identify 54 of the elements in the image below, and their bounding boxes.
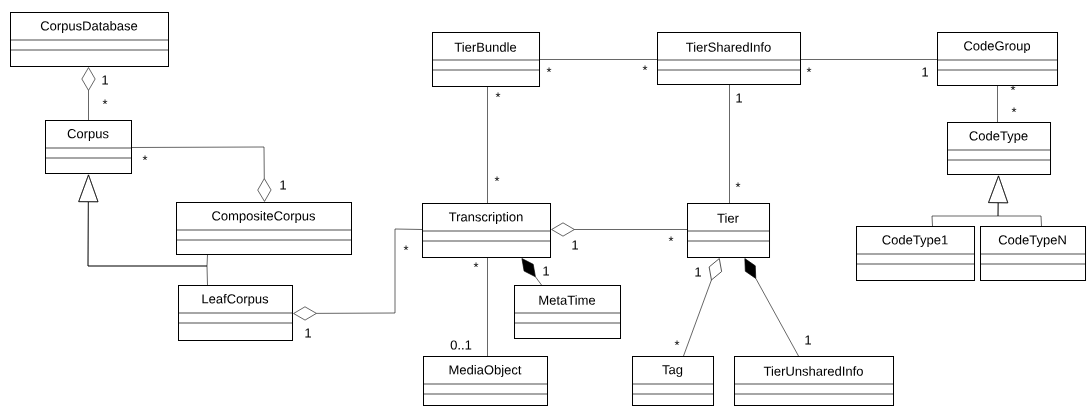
multiplicity-label: 1	[305, 328, 311, 338]
multiplicity-label: 1	[572, 240, 578, 250]
class-box: CodeType1	[855, 226, 975, 281]
generalization-arrow	[988, 175, 1042, 227]
aggregation-line	[131, 146, 272, 202]
multiplicity-label: *	[735, 182, 741, 188]
multiplicity-label: 1	[280, 180, 286, 190]
multiplicity-label: *	[642, 65, 648, 71]
class-box: TierSharedInfo	[656, 32, 801, 85]
association-line	[729, 84, 730, 204]
class-box: Corpus	[44, 120, 132, 174]
generalization-arrow	[78, 174, 208, 286]
class-box: Tier	[686, 203, 770, 258]
multiplicity-label: *	[1011, 107, 1017, 113]
multiplicity-label: 1	[543, 266, 549, 276]
class-box: TierUnsharedInfo	[733, 356, 894, 406]
multiplicity-label: *	[1010, 85, 1016, 91]
multiplicity-label: 1	[695, 267, 701, 277]
class-box: CompositeCorpus	[175, 202, 352, 255]
aggregation-line	[293, 228, 423, 321]
multiplicity-label: *	[494, 176, 500, 182]
class-box: CodeType	[946, 122, 1051, 175]
association-line	[487, 257, 488, 357]
class-box: Transcription	[421, 203, 551, 258]
class-box: Tag	[631, 356, 714, 406]
multiplicity-label: *	[102, 99, 108, 105]
composition-line	[744, 258, 799, 357]
class-box: CodeGroup	[936, 32, 1058, 86]
multiplicity-label: 1	[805, 335, 811, 345]
aggregation-line	[81, 67, 96, 121]
multiplicity-label: 1	[102, 75, 108, 85]
multiplicity-label: 1	[736, 93, 742, 103]
class-box: LeafCorpus	[177, 285, 293, 341]
class-box: MediaObject	[422, 356, 548, 406]
association-line	[997, 85, 998, 123]
association-line	[800, 59, 938, 60]
class-box: CodeTypeN	[979, 226, 1086, 281]
multiplicity-label: *	[473, 262, 479, 268]
class-box: MetaTime	[513, 285, 621, 339]
association-line	[487, 86, 488, 204]
multiplicity-label: *	[142, 155, 148, 161]
multiplicity-label: *	[495, 92, 501, 98]
composition-line	[521, 258, 542, 286]
multiplicity-label: *	[674, 340, 680, 346]
multiplicity-label: 1	[922, 67, 928, 77]
aggregation-line	[683, 258, 722, 357]
aggregation-line	[551, 222, 688, 237]
multiplicity-label: *	[403, 245, 409, 251]
multiplicity-label: *	[546, 67, 552, 73]
class-box: TierBundle	[431, 32, 540, 87]
class-box: CorpusDatabase	[9, 12, 169, 67]
association-line	[539, 59, 658, 60]
multiplicity-label: *	[806, 67, 812, 73]
multiplicity-label: *	[668, 236, 674, 242]
